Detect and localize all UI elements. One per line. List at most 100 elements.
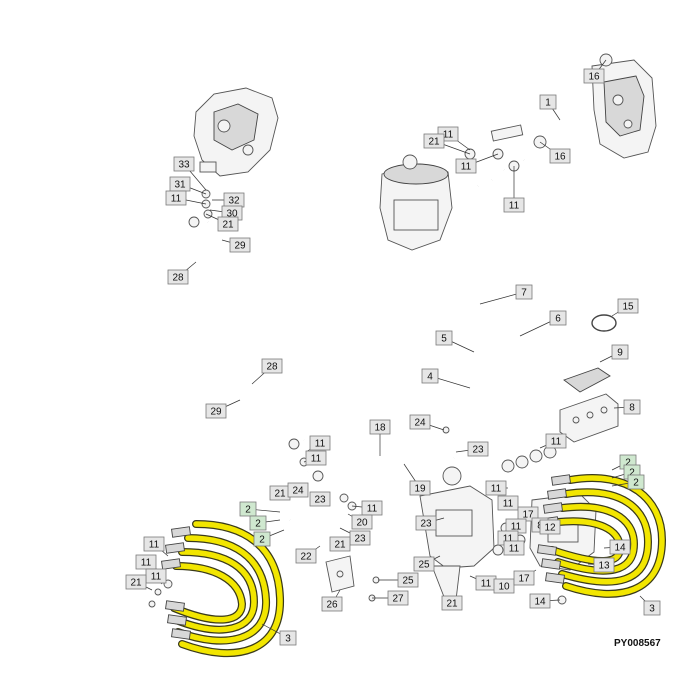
callout-label: 12 bbox=[539, 519, 561, 535]
callout-label: 26 bbox=[321, 596, 343, 612]
callout-number: 21 bbox=[130, 578, 142, 589]
callout-number: 33 bbox=[178, 160, 190, 171]
callout-box bbox=[593, 557, 615, 573]
callout-number: 19 bbox=[414, 484, 426, 495]
manifold-block bbox=[559, 367, 619, 443]
callout-label: 11 bbox=[503, 540, 525, 556]
callout-label: 19 bbox=[409, 480, 431, 496]
callout-number: 3 bbox=[285, 634, 291, 645]
callout-box bbox=[295, 548, 317, 564]
callout-box bbox=[309, 435, 331, 451]
callout-number: 24 bbox=[292, 486, 304, 497]
callout-label-highlighted: 2 bbox=[249, 515, 267, 531]
callout-box bbox=[467, 441, 489, 457]
callout-label: 11 bbox=[143, 536, 165, 552]
callout-number: 17 bbox=[522, 510, 534, 521]
callout-number: 16 bbox=[554, 152, 566, 163]
callout-number: 4 bbox=[427, 372, 433, 383]
callout-number: 11 bbox=[511, 522, 522, 533]
mount-plate bbox=[325, 555, 355, 593]
callout-number: 7 bbox=[521, 288, 527, 299]
callout-label: 16 bbox=[583, 68, 605, 84]
callout-number: 26 bbox=[326, 600, 338, 611]
callout-label: 11 bbox=[475, 575, 497, 591]
callout-label: 16 bbox=[549, 148, 571, 164]
callout-label-highlighted: 2 bbox=[239, 501, 257, 517]
callout-number: 21 bbox=[274, 489, 286, 500]
callout-number: 2 bbox=[259, 535, 265, 546]
callout-label: 11 bbox=[135, 554, 157, 570]
callout-box bbox=[413, 556, 435, 572]
callout-label: 11 bbox=[545, 433, 567, 449]
callout-number: 2 bbox=[255, 519, 261, 530]
callout-box bbox=[455, 158, 477, 174]
callout-label: 11 bbox=[503, 197, 525, 213]
callout-number: 32 bbox=[228, 196, 240, 207]
callout-number: 11 bbox=[149, 540, 160, 551]
callout-number: 11 bbox=[151, 572, 162, 583]
callout-box bbox=[529, 593, 551, 609]
callout-box bbox=[409, 480, 431, 496]
callout-label: 8 bbox=[623, 399, 641, 415]
callout-number: 18 bbox=[374, 423, 386, 434]
control-valve-top-left bbox=[193, 87, 279, 177]
callout-box bbox=[369, 419, 391, 435]
callout-number: 16 bbox=[588, 72, 600, 83]
callout-number: 23 bbox=[420, 519, 432, 530]
callout-label: 3 bbox=[643, 600, 661, 616]
callout-number: 10 bbox=[498, 582, 510, 593]
callout-number: 2 bbox=[633, 478, 639, 489]
o-ring bbox=[591, 314, 617, 332]
callout-number: 23 bbox=[354, 534, 366, 545]
callout-box bbox=[421, 368, 439, 384]
callout-number: 2 bbox=[629, 468, 635, 479]
callout-box bbox=[539, 519, 561, 535]
callout-box bbox=[435, 330, 453, 346]
callout-box bbox=[279, 630, 297, 646]
callout-box bbox=[165, 190, 187, 206]
callout-box bbox=[539, 94, 557, 110]
callout-label: 25 bbox=[397, 572, 419, 588]
callout-number: 21 bbox=[222, 220, 234, 231]
callout-label: 10 bbox=[493, 578, 515, 594]
callout-number: 29 bbox=[234, 241, 246, 252]
callout-label: 3 bbox=[279, 630, 297, 646]
callout-box bbox=[125, 574, 147, 590]
callout-box bbox=[609, 539, 631, 555]
callout-number: 11 bbox=[367, 504, 378, 515]
callout-box bbox=[229, 237, 251, 253]
callout-label: 28 bbox=[261, 358, 283, 374]
callout-box bbox=[643, 600, 661, 616]
callout-number: 27 bbox=[392, 594, 404, 605]
callout-box bbox=[549, 310, 567, 326]
callout-box bbox=[261, 358, 283, 374]
callout-label: 11 bbox=[455, 158, 477, 174]
callout-number: 11 bbox=[443, 130, 454, 141]
callout-number: 11 bbox=[315, 439, 326, 450]
callout-number: 8 bbox=[629, 403, 635, 414]
callout-number: 28 bbox=[172, 273, 184, 284]
callout-label: 9 bbox=[611, 344, 629, 360]
callout-box bbox=[351, 514, 373, 530]
callout-box bbox=[503, 540, 525, 556]
callout-box bbox=[627, 474, 645, 490]
callout-box bbox=[611, 344, 629, 360]
callout-label: 21 bbox=[217, 216, 239, 232]
callout-label: 11 bbox=[305, 450, 327, 466]
callout-label: 17 bbox=[517, 506, 539, 522]
callout-number: 11 bbox=[503, 534, 514, 545]
callout-label: 32 bbox=[223, 192, 245, 208]
callout-label: 11 bbox=[309, 435, 331, 451]
callout-label: 1 bbox=[539, 94, 557, 110]
callout-box bbox=[287, 482, 309, 498]
callout-box bbox=[623, 399, 641, 415]
callout-box bbox=[497, 495, 519, 511]
callout-label: 24 bbox=[409, 414, 431, 430]
callout-box bbox=[513, 570, 535, 586]
callout-number: 30 bbox=[226, 209, 238, 220]
callout-number: 11 bbox=[509, 201, 520, 212]
callout-number: 20 bbox=[356, 518, 368, 529]
callout-box bbox=[305, 450, 327, 466]
